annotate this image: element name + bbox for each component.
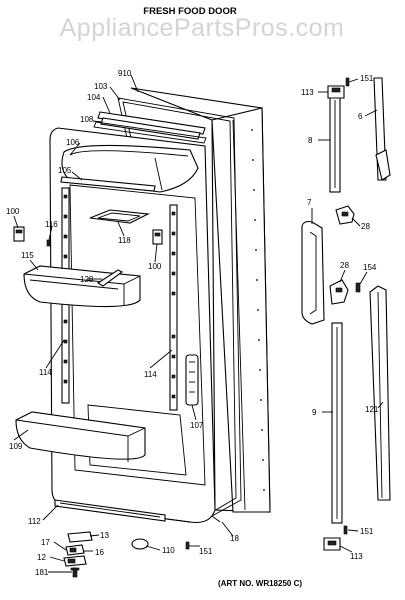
bin-clip-right xyxy=(152,229,163,245)
label-7: 7 xyxy=(307,198,312,207)
label-16: 16 xyxy=(95,548,104,557)
handle-trim-6 xyxy=(373,77,391,181)
label-114-left: 114 xyxy=(39,368,52,377)
label-28-bottom: 28 xyxy=(340,261,349,270)
label-154: 154 xyxy=(363,263,377,272)
label-9: 9 xyxy=(312,408,317,417)
label-105: 105 xyxy=(58,166,72,175)
label-106: 106 xyxy=(66,138,80,147)
label-151-right: 151 xyxy=(360,527,374,536)
bin-clip-left xyxy=(13,226,25,242)
label-151-bottom: 151 xyxy=(199,547,213,556)
label-108: 108 xyxy=(80,115,94,124)
label-6: 6 xyxy=(358,112,363,121)
handle-clip-28-top xyxy=(335,205,355,225)
handle-mount-9 xyxy=(331,322,343,524)
label-151-top: 151 xyxy=(360,74,374,83)
hinge-parts xyxy=(63,531,93,578)
leader-lines xyxy=(13,74,384,573)
screw-116 xyxy=(46,239,51,247)
screw-151-right xyxy=(343,525,348,535)
handle-clip-28-bottom xyxy=(329,279,349,305)
screw-154 xyxy=(355,282,361,293)
shelf-rail-right xyxy=(169,204,178,411)
label-109: 109 xyxy=(9,442,23,451)
label-12: 12 xyxy=(37,553,46,562)
label-18: 18 xyxy=(230,534,239,543)
label-910: 910 xyxy=(118,69,132,78)
dairy-trim xyxy=(60,176,156,192)
label-110: 110 xyxy=(162,546,175,555)
watermark: AppliancePartsPros.com xyxy=(60,14,345,42)
bottom-door-bin xyxy=(15,411,146,462)
handle-trim-121 xyxy=(369,285,391,501)
label-181: 181 xyxy=(35,568,49,577)
label-118: 118 xyxy=(118,236,131,245)
label-13: 13 xyxy=(100,531,109,540)
screw-151-top xyxy=(345,77,350,87)
label-113-bottom: 113 xyxy=(350,552,363,561)
bin-divider xyxy=(96,269,124,287)
label-113-top: 113 xyxy=(301,88,314,97)
label-115: 115 xyxy=(21,251,34,260)
label-100-right: 100 xyxy=(148,262,162,271)
diagram-title: FRESH FOOD DOOR xyxy=(143,6,237,17)
screw-151-bottom xyxy=(185,541,190,550)
bracket-113-bottom xyxy=(323,537,341,551)
label-104: 104 xyxy=(87,93,101,102)
label-17: 17 xyxy=(41,538,50,547)
label-107: 107 xyxy=(190,421,204,430)
door-handle xyxy=(301,220,325,325)
label-116: 116 xyxy=(45,220,58,229)
shelf-107 xyxy=(185,354,199,406)
label-8: 8 xyxy=(308,136,313,145)
bottom-trim xyxy=(54,499,166,522)
art-number: (ART NO. WR18250 C) xyxy=(218,579,302,588)
bracket-113-top xyxy=(327,85,345,99)
part-labels: 910 103 104 108 106 105 100 116 118 100 … xyxy=(6,69,379,577)
label-112: 112 xyxy=(28,517,41,526)
egg-tray xyxy=(89,209,150,224)
handle-mount-8 xyxy=(329,95,341,193)
label-114-right: 114 xyxy=(144,370,157,379)
label-121: 121 xyxy=(365,405,379,414)
label-100-left: 100 xyxy=(6,207,20,216)
label-128: 128 xyxy=(80,275,94,284)
label-28-top: 28 xyxy=(361,222,370,231)
label-103: 103 xyxy=(94,82,108,91)
hinge-cap xyxy=(131,538,149,550)
